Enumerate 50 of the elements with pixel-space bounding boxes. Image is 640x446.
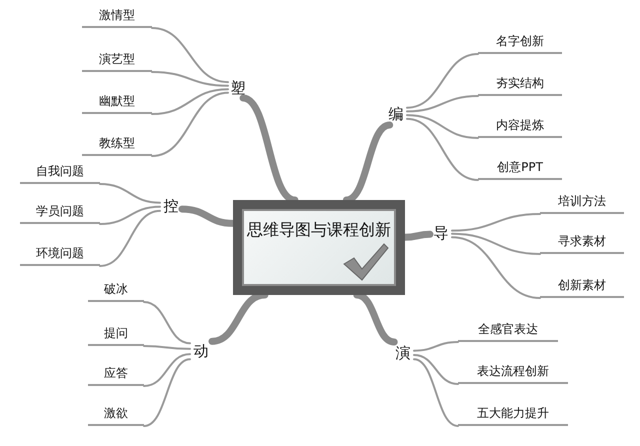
branch-line <box>406 95 479 112</box>
branch-line <box>143 345 191 350</box>
branch-line <box>99 210 161 267</box>
branch-line <box>151 27 229 84</box>
branch-line <box>406 114 479 139</box>
subtopic-label: 教练型 <box>82 134 152 156</box>
branch-line <box>99 206 161 225</box>
branch-label: 控 <box>160 195 182 217</box>
subtopic-label: 环境问题 <box>20 244 100 266</box>
subtopic-label: 自我问题 <box>20 162 100 184</box>
subtopic-label: 培训方法 <box>540 192 624 214</box>
branch-line <box>413 358 459 427</box>
branch-line <box>143 358 191 427</box>
branch-line <box>99 183 161 204</box>
branch-line <box>413 354 459 385</box>
subtopic-label: 演艺型 <box>82 50 152 72</box>
branch-line <box>451 232 541 255</box>
subtopic-label: 幽默型 <box>82 92 152 114</box>
branch-line <box>406 118 479 181</box>
subtopic-label: 内容提炼 <box>478 116 562 138</box>
subtopic-label: 五大能力提升 <box>458 404 568 426</box>
subtopic-label: 学员问题 <box>20 202 100 224</box>
branch-label: 编 <box>385 103 407 125</box>
subtopic-label: 全感官表达 <box>458 320 558 342</box>
branch-line <box>451 236 541 299</box>
subtopic-label: 寻求素材 <box>540 232 624 254</box>
branch-label: 演 <box>392 342 414 364</box>
branch-line <box>451 213 541 232</box>
subtopic-label: 创意PPT <box>478 158 562 180</box>
subtopic-label: 创新素材 <box>540 276 624 298</box>
subtopic-label: 激欲 <box>88 404 144 426</box>
subtopic-label: 提问 <box>88 324 144 346</box>
central-topic: 思维导图与课程创新 <box>247 219 391 241</box>
topic-board <box>233 200 405 295</box>
subtopic-label: 夯实结构 <box>478 74 562 96</box>
subtopic-label: 名字创新 <box>478 32 562 54</box>
subtopic-label: 应答 <box>88 364 144 386</box>
branch-label: 导 <box>430 222 452 244</box>
branch-line <box>143 353 191 387</box>
branch-line <box>413 341 459 352</box>
branch-line <box>151 88 229 115</box>
subtopic-label: 破冰 <box>88 280 144 302</box>
branch-label: 塑 <box>228 78 248 98</box>
subtopic-label: 激情型 <box>82 6 152 28</box>
branch-label: 动 <box>190 340 212 362</box>
branch-line <box>151 71 229 87</box>
subtopic-label: 表达流程创新 <box>458 362 568 384</box>
branch-line <box>406 53 479 109</box>
branch-line <box>151 92 229 157</box>
branch-line <box>143 301 191 344</box>
